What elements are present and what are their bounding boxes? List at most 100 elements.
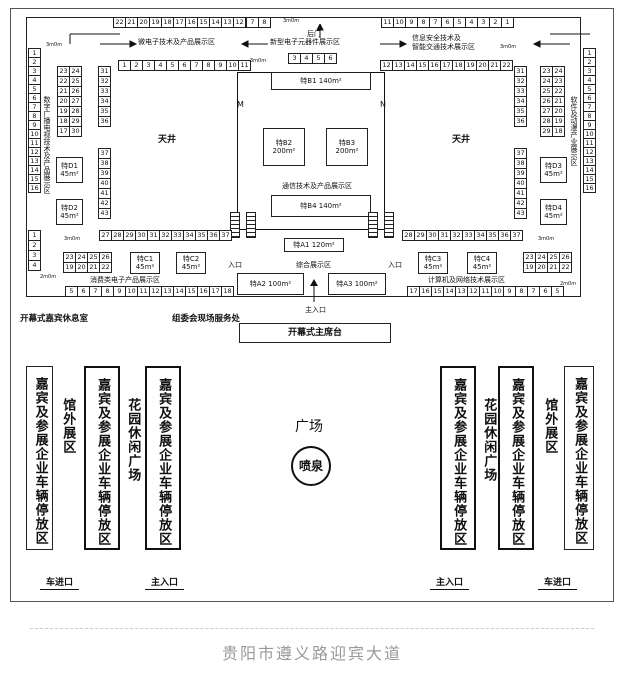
clearance-label: 3m0m [64, 236, 81, 242]
letter-n: N [380, 100, 386, 109]
c2-label: 特C2 [182, 254, 200, 263]
zone-general: 综合展示区 [296, 261, 331, 269]
d3-label: 特D3 [545, 161, 562, 170]
parking-label: 嘉宾及参展企业车辆停放区 [572, 377, 588, 545]
hall-main-entry: 主入口 [305, 306, 326, 314]
opening-podium[interactable]: 开幕式主席台 [239, 323, 391, 343]
booth[interactable]: 36 [514, 116, 527, 127]
garden-area-left: 花园休闲广场 [125, 398, 140, 484]
booth[interactable]: 6 [324, 53, 337, 64]
site-frame [10, 8, 614, 602]
fountain: 喷泉 [291, 446, 331, 486]
c2-area: 45m² [181, 263, 201, 271]
booth[interactable]: 43 [514, 208, 527, 219]
car-entry-left[interactable]: 车进口 [40, 575, 80, 590]
booth[interactable]: 16 [583, 183, 596, 193]
d2-area: 45m² [60, 212, 79, 220]
booth[interactable]: 22 [559, 262, 572, 273]
booth[interactable]: 36 [98, 116, 111, 127]
atrium-left-text: 天井 [158, 135, 177, 145]
entry-arrow-icon [310, 279, 318, 302]
d3-area: 45m² [544, 170, 563, 178]
car-entry-right[interactable]: 车进口 [538, 575, 578, 590]
special-a3[interactable]: 特A3 100m² [328, 273, 386, 295]
outdoor-area-right: 馆外展区 [542, 398, 558, 456]
parking-area-6: 嘉宾及参展企业车辆停放区 [564, 366, 594, 550]
side-entry-right: 入口 [388, 261, 402, 269]
zone-software: 软件及动漫产业展示区 [570, 96, 578, 166]
booth[interactable]: 5 [551, 286, 564, 297]
special-b1[interactable]: 特B1 140m² [271, 72, 371, 90]
parking-area-5: 嘉宾及参展企业车辆停放区 [498, 366, 534, 550]
booth[interactable]: 4 [28, 260, 41, 271]
booth[interactable]: 43 [98, 208, 111, 219]
c4-label: 特C4 [473, 254, 491, 263]
booth[interactable]: 16 [28, 183, 41, 193]
special-b4[interactable]: 特B4 140m² [271, 195, 371, 217]
main-entry-left[interactable]: 主入口 [145, 575, 185, 590]
parking-label: 嘉宾及参展企业车辆停放区 [32, 377, 48, 545]
booth[interactable]: 22 [99, 262, 112, 273]
booth[interactable]: 18 [552, 126, 565, 137]
clearance-label: 3m0m [250, 58, 267, 64]
b2-label: 特B2 [275, 138, 293, 147]
d2-label: 特D2 [61, 203, 78, 212]
special-a1[interactable]: 特A1 120m² [284, 238, 344, 252]
special-a2[interactable]: 特A2 100m² [237, 273, 304, 295]
booth[interactable]: 37 [510, 230, 523, 241]
back-door-label: 后门 [307, 30, 321, 38]
booth[interactable]: 18 [221, 286, 234, 297]
d4-area: 45m² [544, 212, 563, 220]
letter-m: M [237, 100, 244, 109]
d1-label: 特D1 [61, 161, 78, 170]
parking-label: 嘉宾及参展企业车辆停放区 [509, 378, 525, 546]
atrium-left-label: 天井 [158, 132, 176, 145]
parking-label: 嘉宾及参展企业车辆停放区 [451, 378, 467, 546]
clearance-label: 2m0m [40, 274, 57, 280]
zone-consumer-electronics: 消费类电子产品展示区 [90, 276, 160, 284]
divider [30, 628, 594, 629]
clearance-label: 3m0m [500, 44, 517, 50]
outdoor-label: 馆外展区 [542, 398, 558, 454]
b2-area: 200m² [272, 147, 296, 155]
parking-label: 嘉宾及参展企业车辆停放区 [156, 378, 172, 546]
stairs-left-2 [246, 212, 256, 238]
zone-communications: 通信技术及产品展示区 [282, 182, 352, 190]
booth[interactable]: 11 [238, 60, 251, 71]
street-name: 贵阳市遵义路迎宾大道 [221, 644, 402, 663]
booth[interactable]: 30 [69, 126, 82, 137]
booth[interactable]: 37 [219, 230, 232, 241]
garden-label: 花园休闲广场 [481, 398, 497, 482]
d1-area: 45m² [60, 170, 79, 178]
booth[interactable]: 22 [500, 60, 513, 71]
left-small-stack: 1 2 3 4 [28, 230, 41, 271]
atrium-right-text: 天井 [452, 135, 471, 145]
c3-label: 特C3 [424, 254, 442, 263]
main-entry-right[interactable]: 主入口 [430, 575, 470, 590]
